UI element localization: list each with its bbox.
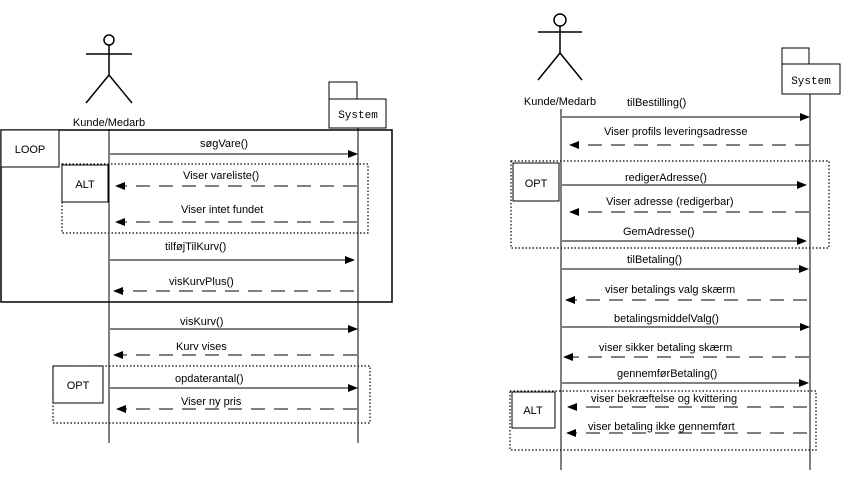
left-msg-label: Viser ny pris	[181, 396, 242, 408]
left-loop-fragment	[0, 129, 393, 303]
right-opt-label: OPT	[525, 178, 548, 190]
left-opt-label: OPT	[67, 380, 90, 392]
right-opt-label-box	[512, 162, 560, 202]
left-alt-label: ALT	[75, 179, 95, 191]
right-alt-label: ALT	[523, 405, 543, 417]
left-opt-label-box	[52, 365, 104, 404]
right-actor	[537, 13, 583, 81]
left-msg-label: Kurv vises	[176, 341, 227, 353]
left-actor-label: Kunde/Medarb	[73, 117, 145, 129]
right-actor-head-icon	[553, 13, 567, 27]
right-msg-label: betalingsmiddelValg()	[614, 313, 719, 325]
right-msg-label: Viser profils leveringsadresse	[604, 126, 747, 138]
left-msg-label: visKurv()	[180, 316, 223, 328]
left-sequence-diagram: Kunde/Medarb System LOOP ALT OPT søgVare…	[0, 34, 393, 443]
right-alt-fragment	[509, 390, 817, 451]
left-msg-label: opdaterantal()	[175, 373, 244, 385]
left-actor-head-icon	[103, 34, 115, 46]
right-opt-fragment	[510, 160, 830, 249]
right-actor-label: Kunde/Medarb	[524, 96, 596, 108]
left-actor	[85, 34, 133, 104]
right-msg-label: Viser adresse (redigerbar)	[606, 196, 734, 208]
right-msg-label: viser betalings valg skærm	[605, 284, 735, 296]
left-msg-label: søgVare()	[200, 138, 248, 150]
left-msg-label: Viser intet fundet	[181, 204, 263, 216]
left-loop-label-box	[0, 129, 60, 168]
right-msg-label: viser betaling ikke gennemført	[588, 421, 735, 433]
right-system-package-icon	[781, 47, 841, 95]
right-msg-label: tilBestilling()	[627, 97, 686, 109]
left-msg-label: Viser vareliste()	[183, 170, 259, 182]
right-msg-label: viser bekræftelse og kvittering	[591, 393, 737, 405]
left-alt-label-box	[61, 164, 109, 203]
left-opt-fragment	[52, 365, 371, 424]
right-msg-label: tilBetaling()	[627, 254, 682, 266]
right-msg-label: viser sikker betaling skærm	[599, 342, 732, 354]
left-system-package-icon	[328, 81, 387, 129]
right-msg-label: gennemførBetaling()	[617, 368, 717, 380]
left-loop-label: LOOP	[15, 144, 46, 156]
right-msg-label: redigerAdresse()	[625, 172, 707, 184]
right-alt-label-box	[511, 391, 556, 429]
right-sequence-diagram: Kunde/Medarb System OPT ALT tilBestillin…	[509, 13, 841, 470]
left-msg-label: tilføjTilKurv()	[165, 241, 226, 253]
left-msg-label: visKurvPlus()	[169, 276, 234, 288]
right-msg-label: GemAdresse()	[623, 226, 695, 238]
right-system-label: System	[791, 76, 831, 88]
left-system-label: System	[338, 110, 378, 122]
